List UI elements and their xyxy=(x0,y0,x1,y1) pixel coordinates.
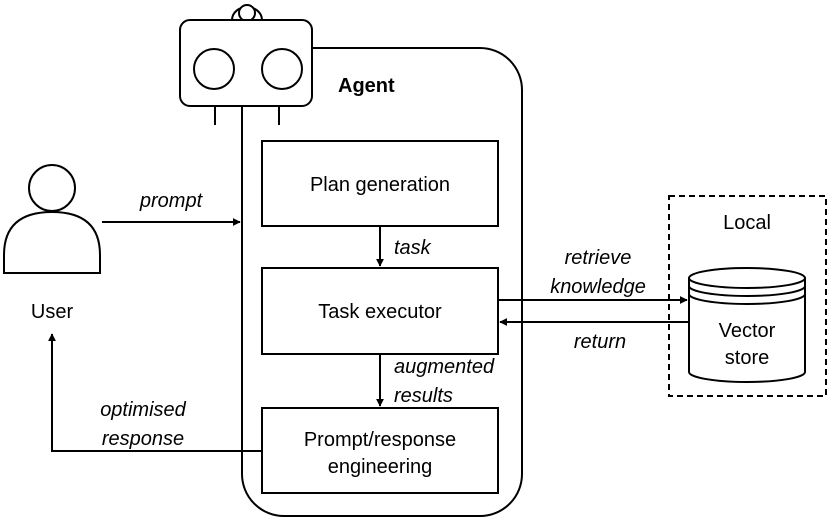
local-container xyxy=(668,195,827,397)
agent-title: Agent xyxy=(338,75,395,97)
vector-store-label-2: store xyxy=(725,347,769,369)
retrieve-label-2: knowledge xyxy=(550,276,646,298)
task-executor-box xyxy=(261,267,499,355)
user-icon xyxy=(3,164,101,274)
task-label: task xyxy=(394,237,432,259)
vector-store-label-1: Vector xyxy=(719,320,776,342)
agent-container xyxy=(241,47,523,517)
optimised-response-arrow xyxy=(48,333,262,452)
prompt-engineering-box xyxy=(261,407,499,494)
optimised-label-1: optimised xyxy=(100,399,186,421)
vector-store-icon xyxy=(688,267,806,383)
user-label: User xyxy=(31,301,74,323)
augmented-label-1: augmented xyxy=(394,356,495,378)
prompt-engineering-label-1: Prompt/response xyxy=(304,429,456,451)
local-title: Local xyxy=(723,212,771,234)
retrieve-label-1: retrieve xyxy=(565,247,632,269)
robot-icon xyxy=(179,4,313,125)
augmented-label-2: results xyxy=(394,385,453,407)
prompt-engineering-label-2: engineering xyxy=(328,456,433,478)
task-executor-label: Task executor xyxy=(318,301,442,323)
return-label: return xyxy=(574,331,626,353)
prompt-label: prompt xyxy=(139,190,204,212)
optimised-label-2: response xyxy=(102,428,184,450)
plan-generation-label: Plan generation xyxy=(310,174,450,196)
